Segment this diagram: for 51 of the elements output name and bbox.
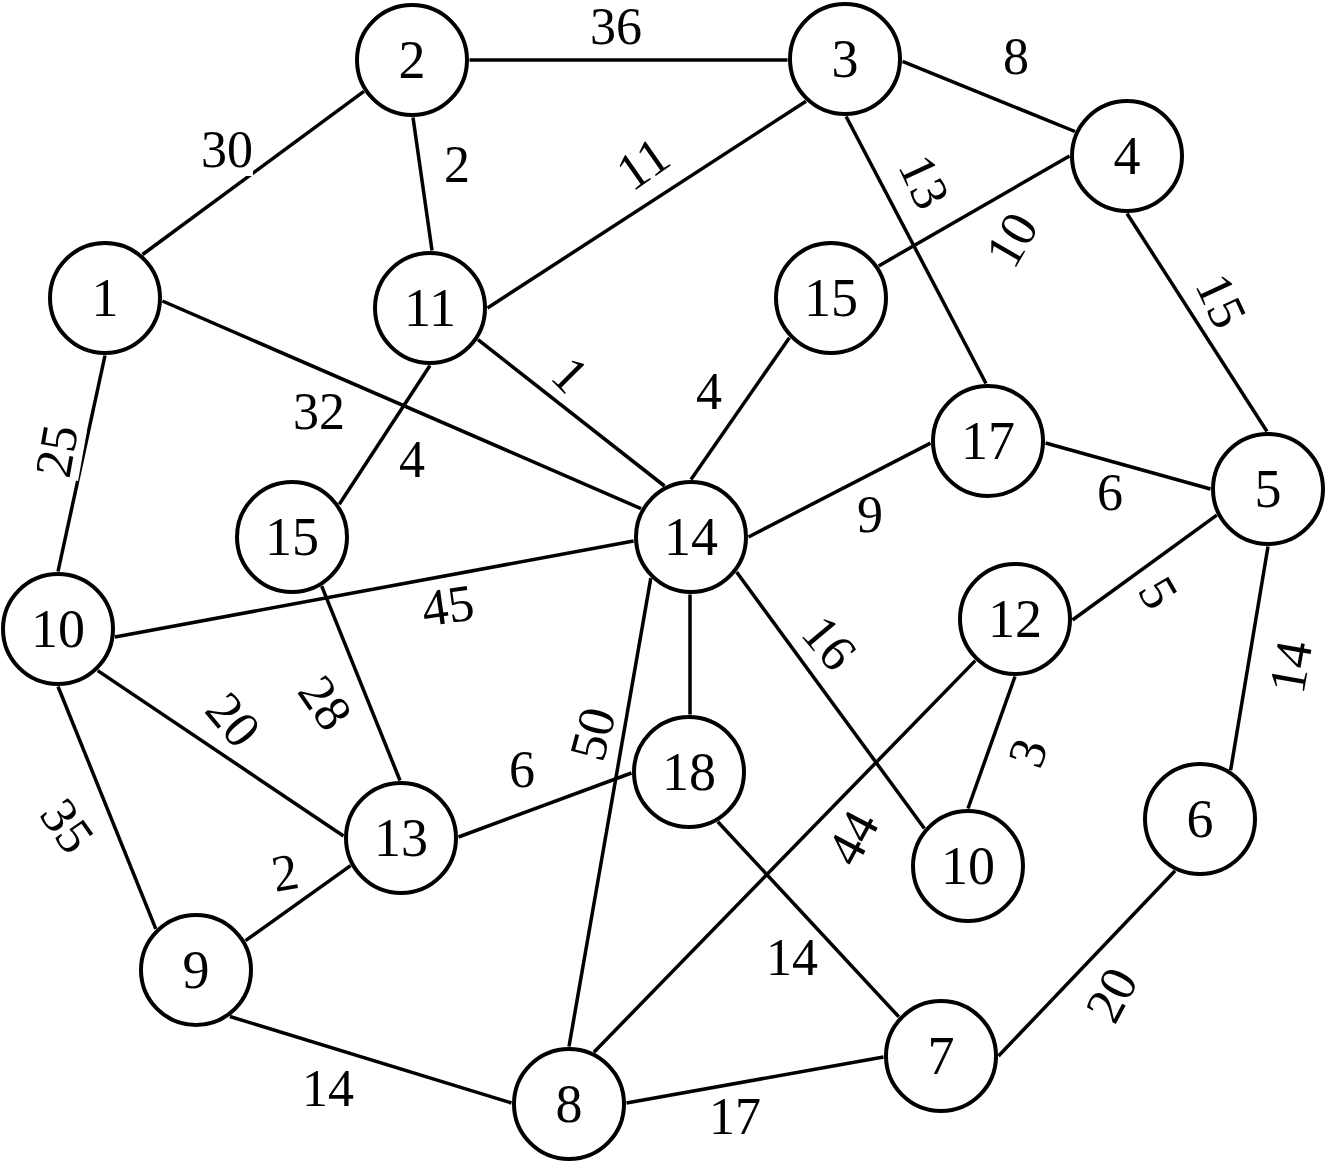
edge-line (411, 117, 434, 251)
edge-line (161, 299, 642, 511)
edge-line (486, 99, 807, 310)
edge-line (567, 577, 653, 1047)
edge-line (469, 58, 788, 62)
edge-line (96, 669, 345, 838)
edge-line (476, 338, 666, 488)
edge-line (688, 594, 692, 715)
edge-line (114, 539, 634, 639)
edge-line (735, 570, 926, 830)
node-circle: 11 (373, 251, 487, 365)
edge-line (844, 115, 988, 385)
edge-line (966, 675, 1017, 810)
edge-line (337, 364, 432, 506)
edge-line (877, 154, 1071, 268)
edge-line (141, 90, 365, 256)
node-circle: 4 (1070, 99, 1184, 213)
edge-line (626, 1055, 884, 1105)
edge-line (901, 59, 1076, 134)
edge-line (747, 441, 932, 539)
node-circle: 6 (1143, 762, 1257, 876)
edge-line (229, 1014, 512, 1105)
node-circle: 10 (1, 572, 115, 686)
node-circle: 12 (958, 562, 1072, 676)
node-circle: 17 (931, 384, 1045, 498)
node-circle: 5 (1211, 432, 1325, 546)
edge-line (244, 864, 352, 943)
node-circle: 3 (788, 2, 902, 116)
edge-line (1125, 212, 1269, 433)
edge-line (689, 336, 791, 481)
edge-line (56, 355, 107, 572)
node-circle: 1 (48, 241, 162, 355)
node-circle: 10 (911, 809, 1025, 923)
node-circle: 8 (512, 1047, 626, 1161)
node-circle: 2 (355, 3, 469, 117)
edge-line (997, 869, 1177, 1058)
edge-line (1228, 546, 1270, 771)
edge-line (1045, 441, 1211, 491)
node-circle: 13 (344, 781, 458, 895)
edge-line (56, 685, 158, 930)
edge-line (716, 820, 901, 1019)
edge-line (1071, 513, 1218, 622)
edge-line (320, 585, 402, 782)
node-circle: 15 (774, 241, 888, 355)
node-circle: 15 (235, 480, 349, 594)
node-circle: 18 (632, 715, 746, 829)
edge-line (592, 659, 977, 1054)
node-circle: 7 (884, 999, 998, 1113)
node-circle: 9 (139, 913, 253, 1027)
edge-line (457, 771, 633, 839)
node-circle: 14 (634, 480, 748, 594)
